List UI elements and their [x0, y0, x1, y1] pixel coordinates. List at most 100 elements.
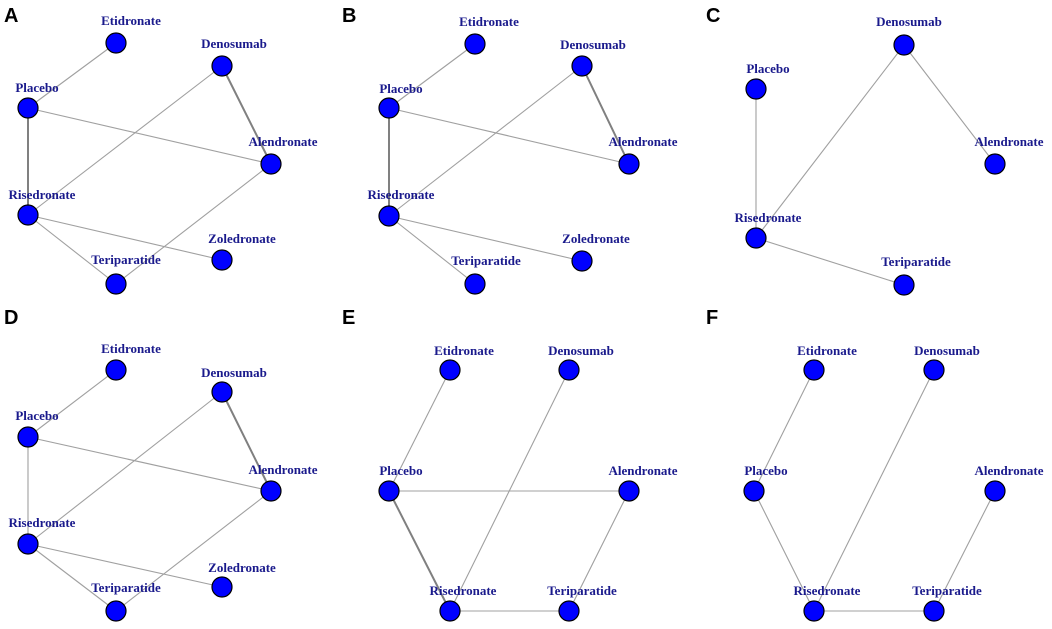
node-label: Alendronate	[974, 463, 1043, 478]
node-risedronate: Risedronate	[735, 210, 802, 249]
node-teriparatide: Teriparatide	[451, 253, 521, 295]
node-label: Placebo	[15, 80, 58, 95]
node-circle	[17, 97, 39, 119]
panel-letter: E	[342, 307, 355, 329]
node-label: Risedronate	[430, 583, 497, 598]
node-circle	[618, 153, 640, 175]
node-zoledronate: Zoledronate	[562, 231, 630, 272]
node-circle	[464, 33, 486, 55]
node-alendronate: Alendronate	[248, 134, 318, 175]
node-placebo: Placebo	[745, 61, 790, 100]
edge-placebo-alendronate	[27, 107, 272, 165]
edge-alendronate-teriparatide	[115, 163, 272, 285]
node-label: Placebo	[746, 61, 789, 76]
node-label: Teriparatide	[451, 253, 521, 268]
node-teriparatide: Teriparatide	[547, 583, 617, 622]
node-risedronate: Risedronate	[794, 583, 861, 622]
node-risedronate: Risedronate	[368, 187, 435, 227]
node-label: Etidronate	[434, 343, 494, 358]
node-label: Placebo	[379, 463, 422, 478]
node-teriparatide: Teriparatide	[881, 254, 951, 296]
edge-etidronate-placebo	[27, 369, 117, 438]
node-label: Zoledronate	[208, 231, 276, 246]
edges	[388, 43, 630, 285]
node-circle	[745, 227, 767, 249]
edges	[755, 44, 996, 286]
node-etidronate: Etidronate	[459, 14, 519, 55]
node-denosumab: Denosumab	[201, 365, 267, 403]
node-risedronate: Risedronate	[430, 583, 497, 622]
node-circle	[984, 480, 1006, 502]
node-circle	[558, 359, 580, 381]
node-placebo: Placebo	[378, 463, 423, 502]
node-circle	[378, 97, 400, 119]
node-denosumab: Denosumab	[876, 14, 942, 56]
edge-risedronate-zoledronate	[27, 214, 223, 261]
panel-d: DEtidronateDenosumabPlaceboAlendronateRi…	[4, 307, 318, 622]
node-label: Alendronate	[248, 462, 317, 477]
node-circle	[923, 600, 945, 622]
node-denosumab: Denosumab	[560, 37, 626, 77]
node-label: Etidronate	[459, 14, 519, 29]
node-alendronate: Alendronate	[248, 462, 318, 502]
node-placebo: Placebo	[15, 408, 59, 448]
node-etidronate: Etidronate	[101, 13, 161, 54]
node-circle	[571, 55, 593, 77]
node-placebo: Placebo	[378, 81, 423, 119]
node-label: Denosumab	[201, 365, 267, 380]
node-circle	[571, 250, 593, 272]
panel-letter: D	[4, 307, 18, 329]
node-circle	[439, 600, 461, 622]
edge-risedronate-teriparatide	[388, 215, 476, 285]
node-circle	[105, 359, 127, 381]
node-label: Denosumab	[548, 343, 614, 358]
node-circle	[211, 55, 233, 77]
edge-denosumab-alendronate	[903, 44, 996, 165]
node-label: Risedronate	[9, 515, 76, 530]
node-placebo: Placebo	[15, 80, 59, 119]
node-label: Zoledronate	[208, 560, 276, 575]
node-circle	[211, 576, 233, 598]
node-circle	[260, 480, 282, 502]
panel-a: A EtidronateDenosumabPlaceboAlendronateRi…	[4, 5, 318, 295]
panel-letter: F	[706, 307, 718, 329]
edge-placebo-alendronate	[27, 436, 272, 492]
node-etidronate: Etidronate	[434, 343, 494, 381]
node-label: Etidronate	[101, 13, 161, 28]
node-circle	[893, 274, 915, 296]
node-denosumab: Denosumab	[201, 36, 267, 77]
node-circle	[260, 153, 282, 175]
edge-denosumab-risedronate	[755, 44, 905, 239]
node-risedronate: Risedronate	[9, 515, 76, 555]
edge-denosumab-risedronate	[27, 391, 223, 545]
node-circle	[558, 600, 580, 622]
panel-letter: C	[706, 5, 720, 27]
node-circle	[803, 359, 825, 381]
node-label: Zoledronate	[562, 231, 630, 246]
edge-denosumab-risedronate	[388, 65, 583, 217]
node-circle	[211, 249, 233, 271]
node-circle	[464, 273, 486, 295]
node-label: Risedronate	[368, 187, 435, 202]
edge-denosumab-risedronate	[813, 369, 935, 612]
node-alendronate: Alendronate	[974, 463, 1044, 502]
node-label: Risedronate	[9, 187, 76, 202]
edge-alendronate-teriparatide	[933, 490, 996, 612]
edge-risedronate-teriparatide	[27, 214, 117, 285]
node-alendronate: Alendronate	[608, 134, 678, 175]
edge-risedronate-teriparatide	[755, 237, 905, 286]
node-circle	[743, 480, 765, 502]
edge-denosumab-alendronate	[221, 391, 272, 492]
node-circle	[378, 205, 400, 227]
node-label: Denosumab	[914, 343, 980, 358]
edge-placebo-risedronate	[753, 490, 815, 612]
node-label: Placebo	[379, 81, 422, 96]
node-risedronate: Risedronate	[9, 187, 76, 226]
panel-letter: B	[342, 5, 356, 27]
node-label: Placebo	[744, 463, 787, 478]
node-label: Denosumab	[876, 14, 942, 29]
panel-letter: A	[4, 5, 18, 27]
node-etidronate: Etidronate	[797, 343, 857, 381]
